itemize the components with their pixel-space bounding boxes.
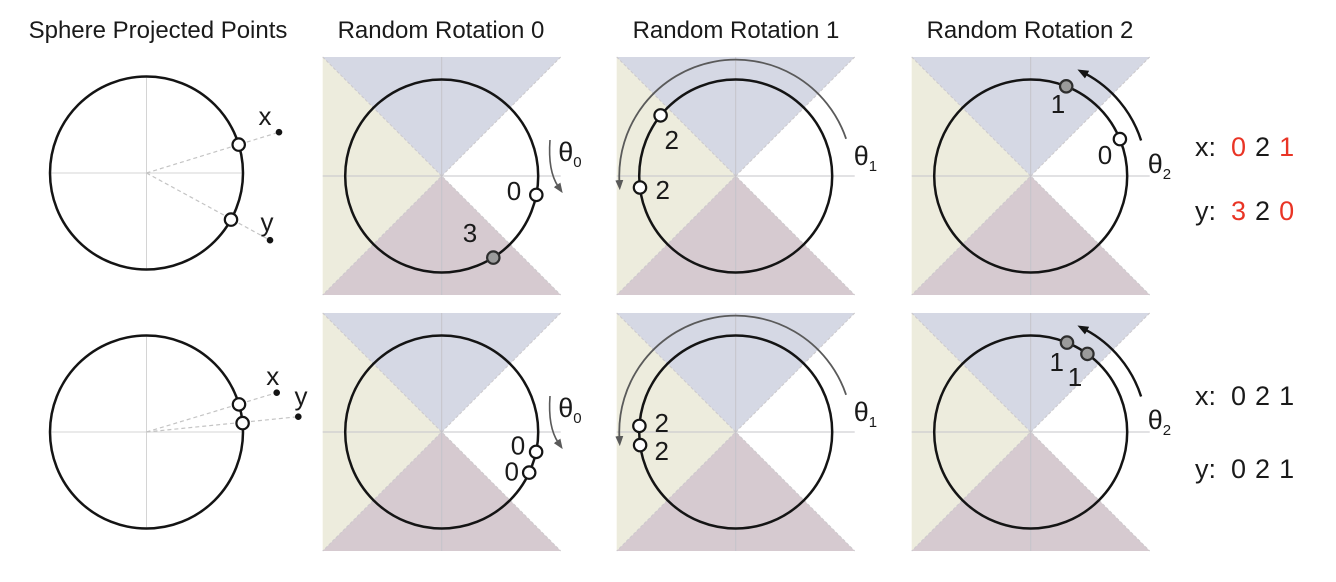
- hash-digit: 2: [1255, 132, 1271, 162]
- hash-y-label: y:: [1195, 196, 1217, 226]
- bucket-label: 1: [1068, 362, 1082, 392]
- hash-digit: 0: [1279, 196, 1295, 226]
- bucket-label: 1: [1049, 347, 1063, 377]
- hash-code-x-row1: x: 0 2 1: [1195, 132, 1294, 163]
- panel-row2-rotation1: 2 2 θ1: [615, 311, 877, 553]
- projection-ray-x: [146, 392, 277, 433]
- hash-code-y-row1: y: 3 2 0: [1195, 196, 1294, 227]
- bucket-label: 2: [654, 436, 668, 466]
- point-x: [1059, 335, 1075, 350]
- column-title-rotation0: Random Rotation 0: [337, 17, 545, 44]
- point-y: [521, 465, 537, 480]
- column-title-sphere: Sphere Projected Points: [28, 17, 288, 44]
- projection-ray-y: [146, 416, 299, 433]
- data-point-x: [273, 389, 280, 396]
- panel-row1-sphere: x y: [48, 75, 283, 271]
- column-title-rotation1: Random Rotation 1: [632, 17, 840, 44]
- projection-ray-y: [146, 172, 271, 241]
- quadrant-background: [910, 55, 1151, 297]
- projection-ray-x: [146, 131, 280, 174]
- bucket-label: 1: [1051, 89, 1065, 119]
- point-x-label: x: [266, 361, 279, 391]
- hash-y-label: y:: [1195, 454, 1217, 484]
- theta-label: θ0: [558, 393, 581, 427]
- panel-row1-rotation2: 0 1 θ2: [910, 55, 1171, 297]
- panel-row2-sphere: x y: [48, 334, 308, 530]
- bucket-label: 2: [654, 408, 668, 438]
- projected-point-x: [231, 397, 247, 412]
- point-x: [632, 418, 647, 434]
- bucket-label: 0: [507, 176, 521, 206]
- rotation-arrow: [615, 58, 847, 191]
- bucket-label: 0: [511, 431, 525, 461]
- projected-point-y: [235, 415, 250, 431]
- hash-digit: 1: [1279, 381, 1295, 411]
- quadrant-background: [615, 55, 856, 297]
- bucket-label: 2: [664, 125, 678, 155]
- theta-label: θ1: [854, 141, 877, 175]
- data-point-y: [295, 413, 302, 420]
- projected-point-x: [231, 137, 246, 152]
- bucket-label: 2: [655, 175, 669, 205]
- bucket-label: 0: [1098, 140, 1112, 170]
- hash-code-x-row2: x: 0 2 1: [1195, 381, 1294, 412]
- theta-label: θ1: [854, 397, 877, 431]
- hash-x-label: x:: [1195, 132, 1217, 162]
- hash-digit: 0: [1231, 132, 1247, 162]
- column-title-rotation2: Random Rotation 2: [926, 17, 1134, 44]
- point-y-label: y: [261, 207, 274, 237]
- point-x-label: x: [259, 101, 272, 131]
- point-y-label: y: [295, 381, 308, 411]
- rotation-arrow: [615, 314, 847, 447]
- point-y: [1080, 346, 1095, 362]
- rotation-arrow: [1077, 69, 1143, 141]
- point-y: [632, 437, 648, 453]
- point-x: [529, 187, 544, 203]
- point-y: [1112, 131, 1128, 147]
- hash-digit: 1: [1279, 132, 1295, 162]
- rotation-arrow: [548, 139, 563, 194]
- bucket-label: 0: [504, 457, 518, 487]
- quadrant-background: [321, 55, 562, 297]
- hash-digit: 0: [1231, 381, 1247, 411]
- hash-digit: 1: [1279, 454, 1295, 484]
- projected-point-y: [223, 212, 239, 227]
- bucket-label: 3: [463, 218, 477, 248]
- panel-row2-rotation2: 1 1 θ2: [910, 311, 1171, 553]
- point-x: [1058, 78, 1074, 94]
- panel-row1-rotation0: 0 3 θ0: [321, 55, 582, 297]
- rotation-arrow: [1077, 325, 1143, 397]
- point-y: [486, 250, 501, 265]
- data-point-x: [275, 128, 283, 136]
- data-point-y: [266, 236, 274, 244]
- point-y: [632, 180, 648, 195]
- hash-x-label: x:: [1195, 381, 1217, 411]
- quadrant-background: [910, 311, 1151, 553]
- point-x: [653, 108, 668, 123]
- rotation-arrow: [548, 395, 563, 450]
- hash-digit: 2: [1255, 381, 1271, 411]
- theta-label: θ0: [558, 137, 581, 171]
- hash-code-y-row2: y: 0 2 1: [1195, 454, 1294, 485]
- panel-row2-rotation0: 0 0 θ0: [321, 311, 582, 553]
- hash-digit: 0: [1231, 454, 1247, 484]
- theta-label: θ2: [1148, 149, 1171, 183]
- hash-digit: 2: [1255, 196, 1271, 226]
- quadrant-background: [615, 311, 856, 553]
- hash-digit: 2: [1255, 454, 1271, 484]
- theta-label: θ2: [1148, 405, 1171, 439]
- point-x: [528, 444, 544, 460]
- hash-digit: 3: [1231, 196, 1247, 226]
- panel-row1-rotation1: 2 2 θ1: [615, 55, 877, 297]
